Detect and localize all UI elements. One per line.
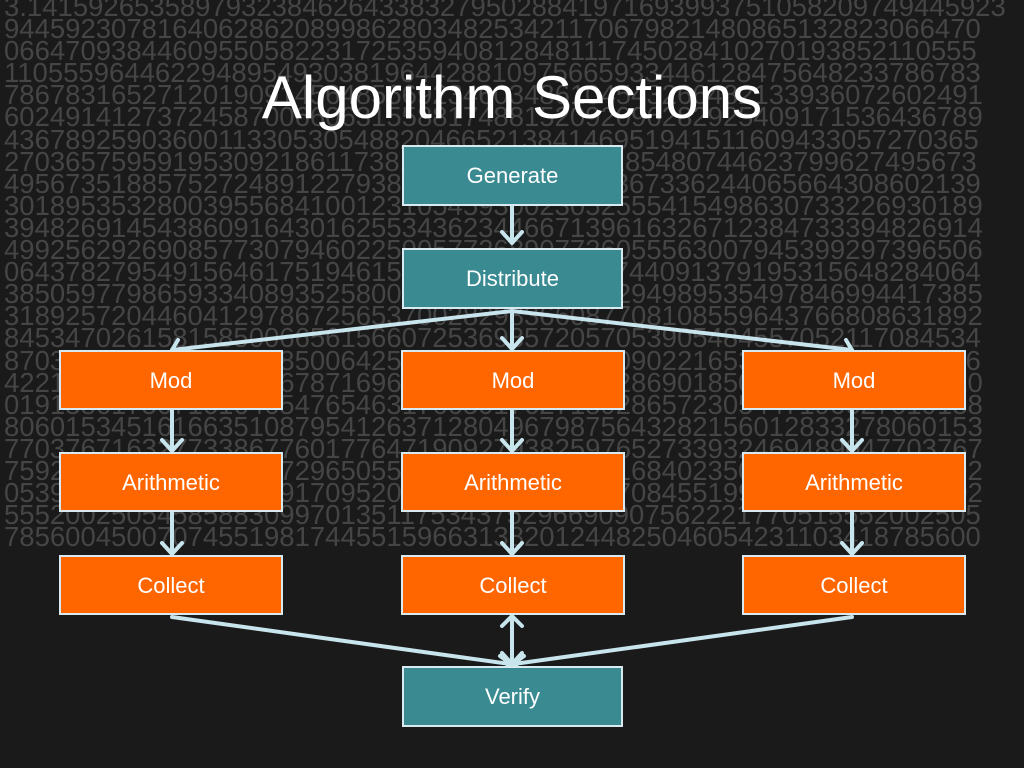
arrow-collect-verify-1 [170,615,512,666]
verify-box: Verify [402,666,623,727]
mod-box-2: Mod [401,350,625,410]
arrowhead-arith-3 [840,438,864,453]
arrowhead-arith-1 [160,438,184,453]
arrowhead-verify-2-up [500,614,524,628]
mod-box-3: Mod [742,350,966,410]
generate-box: Generate [402,145,623,206]
arrow-distribute-mod-1 [170,309,514,352]
distribute-box: Distribute [402,248,623,309]
slide-title: Algorithm Sections [261,64,763,131]
arrow-distribute-mod-3 [510,309,854,352]
arrowhead-collect-3 [840,541,864,556]
arrowhead-collect-2 [500,541,524,556]
arrowhead-mod-2 [500,336,524,351]
arithmetic-box-3: Arithmetic [742,452,966,512]
collect-box-3: Collect [742,555,966,615]
collect-box-1: Collect [59,555,283,615]
arrowhead-arith-2 [500,438,524,453]
collect-box-2: Collect [401,555,625,615]
arrow-collect-verify-3 [512,615,854,666]
arithmetic-box-1: Arithmetic [59,452,283,512]
arrowhead-collect-1 [160,541,184,556]
arrowhead-distribute [500,230,524,245]
mod-box-1: Mod [59,350,283,410]
arithmetic-box-2: Arithmetic [401,452,625,512]
